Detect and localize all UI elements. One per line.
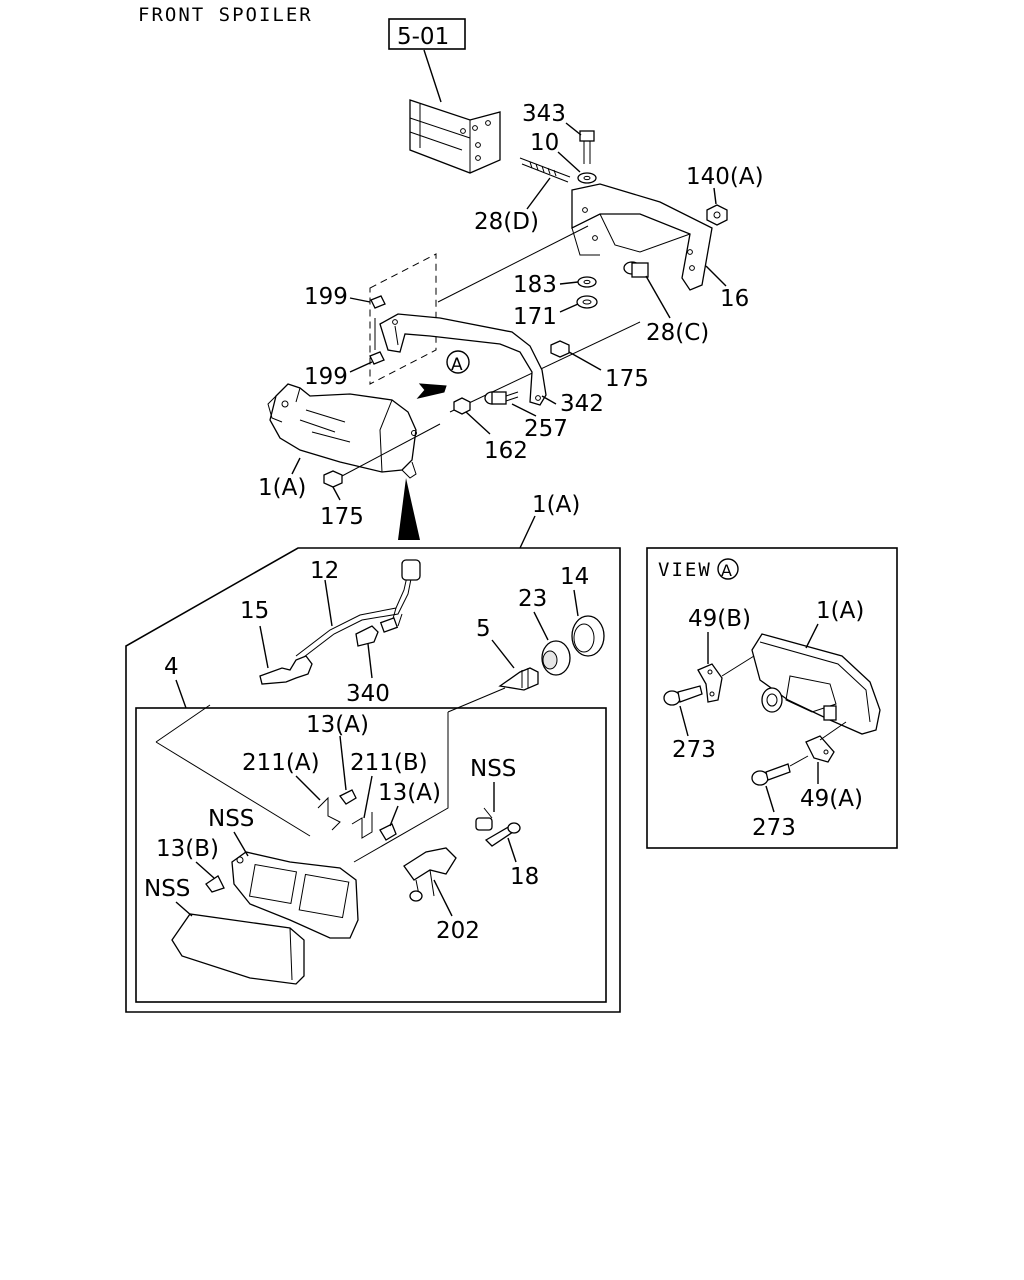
seal-ring-14[interactable]: [571, 615, 605, 657]
bracket-16[interactable]: [571, 183, 713, 291]
marker-a[interactable]: A: [446, 350, 470, 375]
callout-13a-1: 13(A): [306, 712, 369, 738]
view-label: VIEW: [658, 559, 712, 581]
svg-text:A: A: [721, 561, 732, 580]
callout-nss-2: NSS: [208, 806, 254, 832]
clip-13a-2[interactable]: [379, 823, 397, 841]
callout-273-1: 273: [672, 737, 716, 763]
lamp-lens[interactable]: [171, 913, 305, 985]
callout-49a: 49(A): [800, 786, 863, 812]
callout-10: 10: [530, 130, 559, 156]
washer-10[interactable]: [577, 172, 597, 184]
marker-a-label: A: [451, 355, 463, 375]
callout-nss-1: NSS: [470, 756, 516, 782]
callout-175-right: 175: [605, 366, 649, 392]
socket-23[interactable]: [541, 640, 571, 676]
reference-box-label: 5-01: [397, 24, 449, 50]
callout-162: 162: [484, 438, 528, 464]
bolt-199-bottom[interactable]: [369, 351, 385, 365]
detail-frame: [125, 547, 621, 1013]
callout-nss-3: NSS: [144, 876, 190, 902]
reference-box[interactable]: 5-01: [388, 18, 466, 50]
detail-guide-lines: [155, 687, 506, 863]
view-lamp-body[interactable]: [751, 633, 881, 735]
callout-1a-top: 1(A): [258, 475, 306, 501]
callout-199-top: 199: [304, 284, 348, 310]
rod-line: [437, 225, 589, 303]
screw-nss[interactable]: [475, 807, 493, 831]
reference-leader: [423, 49, 442, 103]
bolt-273-upper[interactable]: [663, 685, 703, 706]
bracket-49b[interactable]: [697, 663, 723, 703]
callout-49b: 49(B): [688, 606, 751, 632]
harness-12[interactable]: [295, 559, 421, 661]
callout-257: 257: [524, 416, 568, 442]
callout-175-bottom: 175: [320, 504, 364, 530]
callout-140a: 140(A): [686, 164, 764, 190]
callout-273-2: 273: [752, 815, 796, 841]
callout-18: 18: [510, 864, 539, 890]
callout-5: 5: [476, 616, 491, 642]
callout-4: 4: [164, 654, 179, 680]
bolt-28c[interactable]: [623, 261, 649, 278]
bracket-202[interactable]: [403, 847, 457, 902]
clip-211a[interactable]: [317, 796, 341, 831]
washer-183[interactable]: [577, 276, 597, 288]
clip-13a-1[interactable]: [339, 789, 357, 805]
callout-342: 342: [560, 391, 604, 417]
nut-162[interactable]: [453, 397, 471, 415]
callout-16: 16: [720, 286, 749, 312]
callout-15: 15: [240, 598, 269, 624]
nut-175-right[interactable]: [550, 340, 570, 358]
callout-171: 171: [513, 304, 557, 330]
callout-183: 183: [513, 272, 557, 298]
callout-13a-2: 13(A): [378, 780, 441, 806]
bolt-18[interactable]: [484, 822, 521, 847]
nut-171[interactable]: [576, 295, 598, 309]
detail-pointer: [398, 478, 420, 540]
callout-28d: 28(D): [474, 209, 539, 235]
alignment-line: [449, 321, 641, 413]
callout-28c: 28(C): [646, 320, 709, 346]
callout-23: 23: [518, 586, 547, 612]
diagram-title: FRONT SPOILER: [138, 4, 313, 26]
mount-panel-outline: [369, 253, 437, 385]
lamp-housing[interactable]: [231, 851, 359, 939]
bolt-273-lower[interactable]: [751, 763, 791, 786]
bolt-199-top[interactable]: [370, 295, 386, 309]
direction-arrow: [416, 383, 447, 399]
view-marker: A: [717, 558, 739, 580]
bulb-5[interactable]: [498, 667, 539, 691]
clip-13b[interactable]: [205, 875, 225, 893]
view-a-frame: [646, 547, 898, 849]
frame-rail: [409, 99, 501, 174]
stud-28d[interactable]: [519, 157, 571, 183]
bulb-15[interactable]: [259, 655, 313, 685]
callout-1a-view: 1(A): [816, 598, 864, 624]
bracket-342[interactable]: [374, 313, 547, 406]
nut-140a[interactable]: [706, 204, 728, 226]
bracket-49a[interactable]: [805, 735, 835, 763]
callout-1a-detail: 1(A): [532, 492, 580, 518]
callout-12: 12: [310, 558, 339, 584]
connector-340[interactable]: [355, 625, 379, 647]
bolt-343[interactable]: [579, 130, 595, 164]
clip-211b[interactable]: [351, 812, 373, 839]
callout-13b: 13(B): [156, 836, 219, 862]
callout-211b: 211(B): [350, 750, 428, 776]
callout-340: 340: [346, 681, 390, 707]
callout-211a: 211(A): [242, 750, 320, 776]
callout-199-bottom: 199: [304, 364, 348, 390]
fog-lamp-assembly[interactable]: [267, 383, 417, 479]
callout-202: 202: [436, 918, 480, 944]
callout-14: 14: [560, 564, 589, 590]
nut-175-bottom[interactable]: [323, 470, 343, 488]
bolt-257[interactable]: [484, 391, 519, 405]
callout-343: 343: [522, 101, 566, 127]
